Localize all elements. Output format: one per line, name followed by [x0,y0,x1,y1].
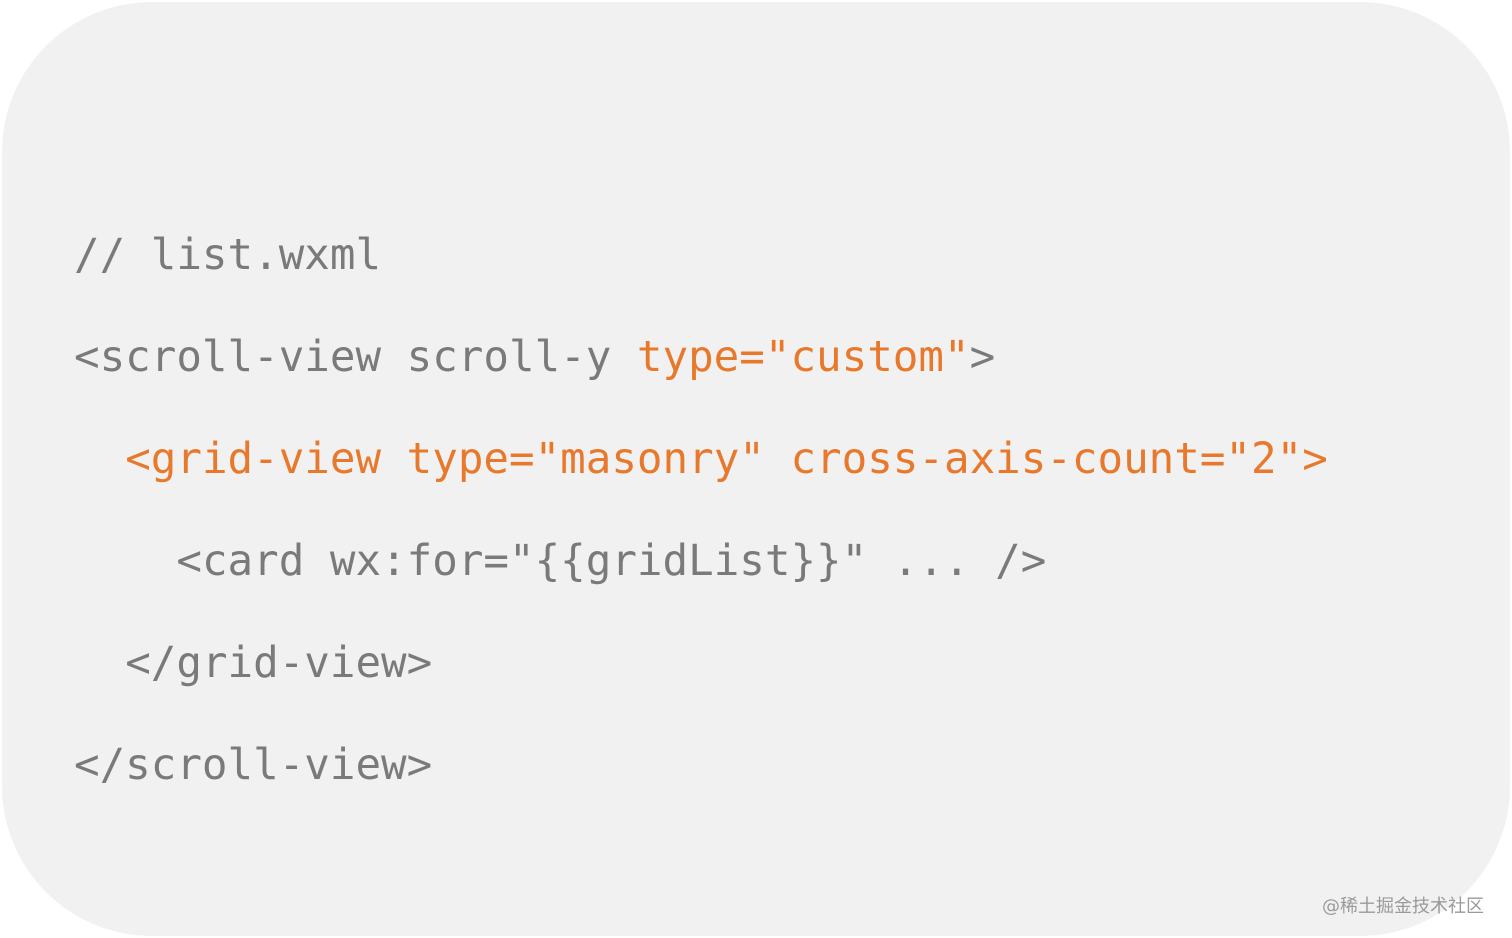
code-token: <scroll-view scroll-y [74,333,637,382]
code-line-comment: // list.wxml [74,205,1328,307]
code-token: </scroll-view> [74,741,433,790]
code-token: <card wx:for="{{gridList}}" ... /> [176,537,1047,586]
code-token-highlight: <grid-view type="masonry" cross-axis-cou… [125,435,1328,484]
code-line-grid-view-close: </grid-view> [74,613,1328,715]
code-indent [74,435,125,484]
watermark: @稀土掘金技术社区 [1322,896,1484,917]
code-indent [74,639,125,688]
code-line-scroll-view-open: <scroll-view scroll-y type="custom"> [74,307,1328,409]
code-token: > [969,333,996,382]
code-line-grid-view-open: <grid-view type="masonry" cross-axis-cou… [74,409,1328,511]
code-line-scroll-view-close: </scroll-view> [74,715,1328,817]
code-token-highlight: type="custom" [636,333,970,382]
code-token: </grid-view> [125,639,433,688]
code-line-card: <card wx:for="{{gridList}}" ... /> [74,511,1328,613]
code-indent [74,537,176,586]
code-block: // list.wxml <scroll-view scroll-y type=… [74,205,1328,817]
code-comment: // list.wxml [74,231,382,280]
